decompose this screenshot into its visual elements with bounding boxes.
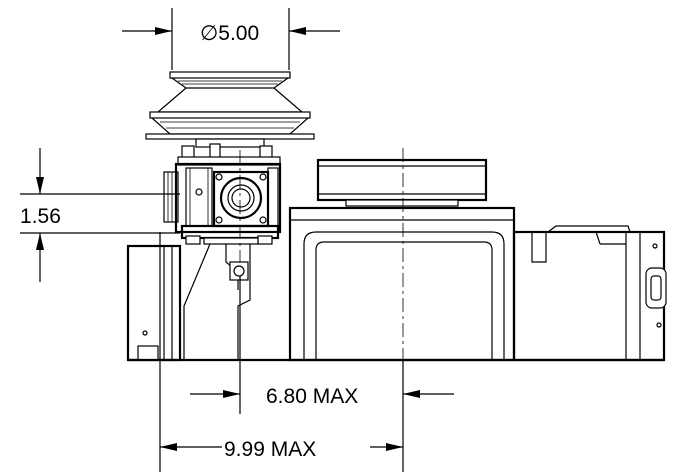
centerlines [239,148,404,360]
width-outer-label: 9.99 MAX [224,438,316,461]
width-dimension-outer: 9.99 MAX [159,232,403,472]
left-frame [126,244,182,362]
alternator-body [163,143,282,360]
engine-block [288,158,516,362]
width-dimension-inner: 6.80 MAX [190,276,454,472]
width-inner-label: 6.80 MAX [266,385,358,408]
pulley [145,71,315,148]
diameter-dimension: ∅5.00 [122,8,340,70]
diameter-label: ∅5.00 [200,22,259,45]
height-dimension: 1.56 [20,148,180,282]
right-housing [128,225,667,362]
height-label: 1.56 [20,205,61,228]
